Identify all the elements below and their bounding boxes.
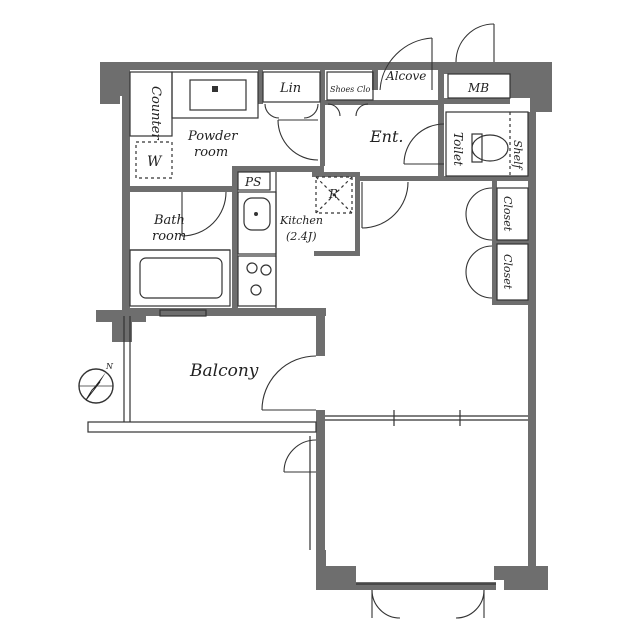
kitchen-label-line2: (2.4J) [286,230,317,243]
closet-upper-label: Closet [501,196,514,232]
washer-label: W [147,154,163,170]
refrigerator-label: R [328,187,338,201]
room-labels: Counter Powder room W Lin Shoes Clo Alco… [147,69,524,381]
structural-walls [96,62,552,590]
fixture-lines [87,71,529,585]
interior-partitions [130,62,530,308]
shelf-label: Shelf [511,140,524,171]
bath-label-line1: Bath [153,213,185,228]
counter-label: Counter [148,86,163,140]
doors [181,23,495,619]
compass-north-label: N [105,362,114,371]
meter-box-label: MB [467,81,489,95]
shoes-closet-label: Shoes Clo [330,85,371,94]
closet-lower-label: Closet [501,254,514,290]
toilet-label: Toilet [451,132,465,166]
linen-label: Lin [279,81,301,96]
powder-room-label-line2: room [194,145,228,160]
balcony-label: Balcony [189,361,259,381]
powder-room-label-line1: Powder [187,129,238,144]
alcove-label: Alcove [385,69,426,83]
bath-label-line2: room [152,229,186,244]
compass-icon: N [78,362,114,404]
kitchen-label-line1: Kitchen [279,214,323,227]
pipe-space-label: PS [244,175,261,189]
entrance-label: Ent. [369,127,404,146]
